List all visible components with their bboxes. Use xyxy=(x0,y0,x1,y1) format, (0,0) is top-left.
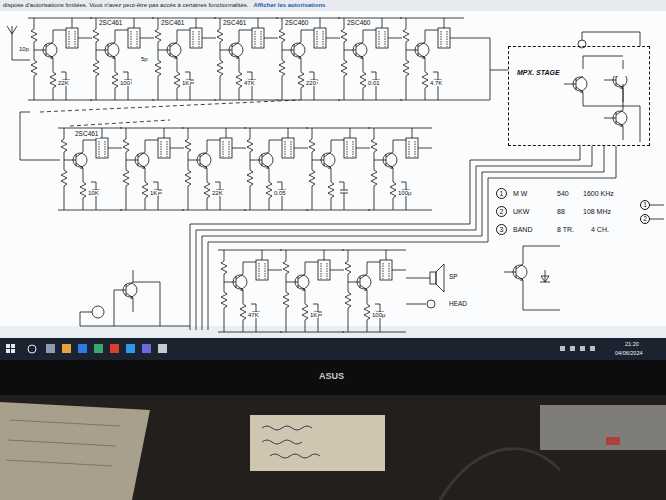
browser-notice: dispose d'autorisations limitées. Vous n… xyxy=(2,2,249,8)
spec-text: 8 TR. xyxy=(556,226,575,233)
terminal-number: 2 xyxy=(640,214,650,224)
clock-date: 04/06/2024 xyxy=(614,351,644,357)
component-value: 0.01 xyxy=(367,80,381,86)
component-value: 22K xyxy=(57,80,70,86)
component-value: 1K xyxy=(181,80,190,86)
transistor-name: 2SC461 xyxy=(160,20,186,27)
spec-text: 4 CH. xyxy=(590,226,610,233)
node-text: 1 xyxy=(500,190,504,197)
component-value: 0.05 xyxy=(273,190,287,196)
jack-label: HEAD xyxy=(448,301,468,308)
band-name: BAND xyxy=(512,226,533,233)
transistor-name: 2SC460 xyxy=(346,20,372,27)
component-value: 22K xyxy=(211,190,224,196)
band-range: 88 xyxy=(556,208,566,215)
component-value: 100μ xyxy=(371,312,386,318)
band-range: 108 MHz xyxy=(582,208,612,215)
component-value: 5p xyxy=(140,56,149,62)
transistor-name: 2SC461 xyxy=(74,131,100,138)
component-value: 4.7K xyxy=(429,80,443,86)
component-value: 1K xyxy=(309,312,318,318)
band-number: 1 xyxy=(496,188,507,199)
band-range: 1600 KHz xyxy=(582,190,615,197)
node-text: 1 xyxy=(643,202,647,209)
component-value: 100 xyxy=(119,80,131,86)
band-number: 2 xyxy=(496,206,507,217)
brand-logo: ASUS xyxy=(318,372,345,381)
component-value: 10K xyxy=(87,190,100,196)
band-range: 540 xyxy=(556,190,570,197)
transistor-name: 2SC461 xyxy=(222,20,248,27)
node-text: 2 xyxy=(643,216,647,223)
component-value: 220 xyxy=(305,80,317,86)
component-value: 1K xyxy=(149,190,158,196)
node-text: 3 xyxy=(500,226,504,233)
component-value: 10p xyxy=(18,46,30,52)
band-name: M W xyxy=(512,190,528,197)
mpx-stage-box: MPX. STAGE xyxy=(508,46,650,146)
clock-time: 21:20 xyxy=(624,342,640,348)
component-value: 100μ xyxy=(397,190,412,196)
band-name: UKW xyxy=(512,208,530,215)
speaker-label: SP xyxy=(448,274,459,281)
node-text: 2 xyxy=(500,208,504,215)
transistor-name: 2SC461 xyxy=(98,20,124,27)
node-text: MPX. STAGE xyxy=(517,69,649,76)
component-value: 47K xyxy=(247,312,260,318)
terminal-number: 1 xyxy=(640,200,650,210)
browser-link: Afficher les autorisations xyxy=(252,2,326,8)
transistor-name: 2SC460 xyxy=(284,20,310,27)
component-value: 47K xyxy=(243,80,256,86)
band-number: 3 xyxy=(496,224,507,235)
